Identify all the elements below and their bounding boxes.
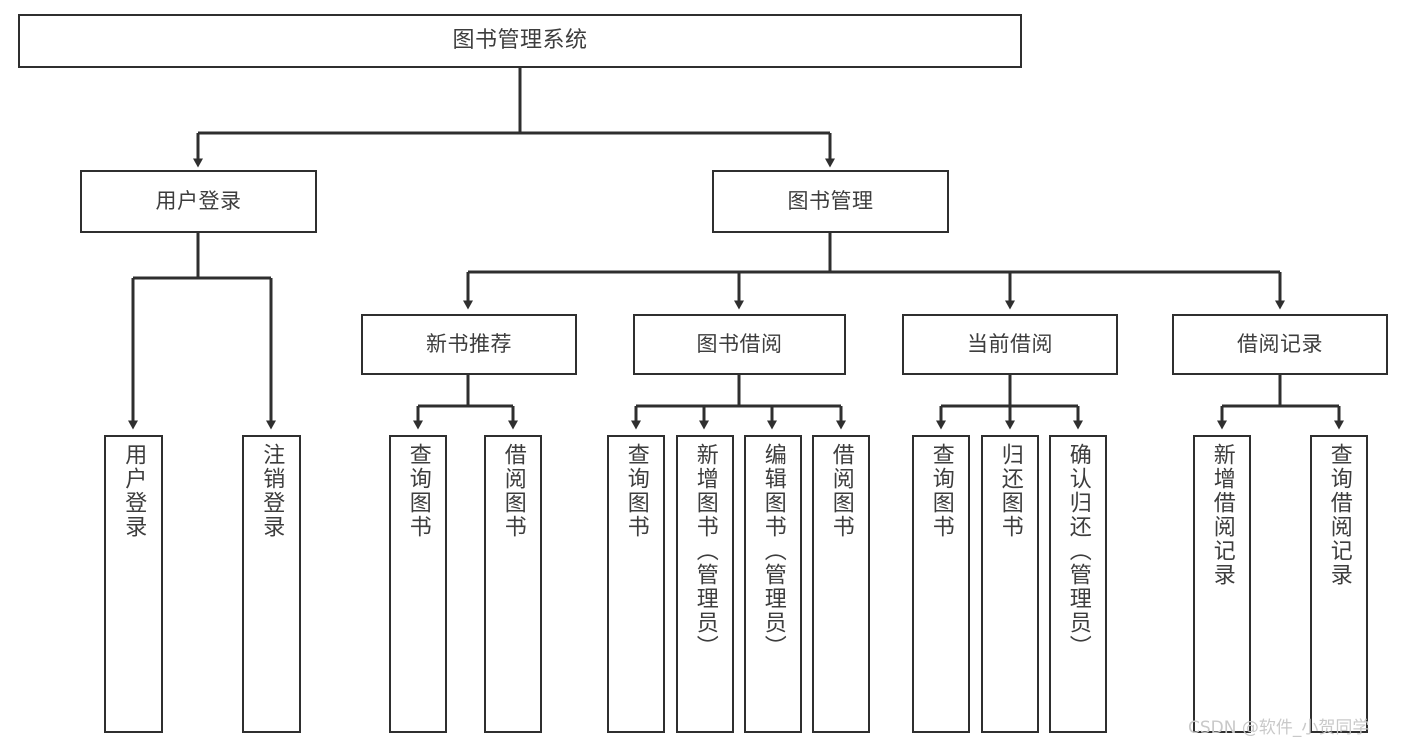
node-leaf-add-record[interactable]: 新增借阅记录	[1193, 435, 1251, 733]
node-current-borrow-label: 当前借阅	[967, 331, 1053, 356]
node-leaf-return-book[interactable]: 归还图书	[981, 435, 1039, 733]
node-book-borrow[interactable]: 图书借阅	[633, 314, 846, 375]
node-leaf-confirm-return-label: 确认归还（管理员）	[1065, 443, 1091, 659]
node-leaf-borrow-book-1-label: 借阅图书	[500, 443, 526, 539]
node-leaf-query-book-3[interactable]: 查询图书	[912, 435, 970, 733]
node-user-login-label: 用户登录	[155, 188, 242, 213]
node-root[interactable]: 图书管理系统	[18, 14, 1022, 68]
node-leaf-add-book-label: 新增图书（管理员）	[692, 443, 718, 659]
node-leaf-logout-login[interactable]: 注销登录	[242, 435, 301, 733]
node-leaf-query-record-label: 查询借阅记录	[1326, 443, 1352, 587]
node-leaf-add-book[interactable]: 新增图书（管理员）	[676, 435, 734, 733]
node-leaf-confirm-return[interactable]: 确认归还（管理员）	[1049, 435, 1107, 733]
node-root-label: 图书管理系统	[452, 27, 588, 53]
node-borrow-record-label: 借阅记录	[1237, 331, 1323, 356]
node-leaf-borrow-book-2[interactable]: 借阅图书	[812, 435, 870, 733]
node-new-book-recommend[interactable]: 新书推荐	[361, 314, 577, 375]
node-user-login[interactable]: 用户登录	[80, 170, 317, 233]
node-leaf-query-book-1[interactable]: 查询图书	[389, 435, 447, 733]
node-leaf-query-book-3-label: 查询图书	[928, 443, 954, 539]
node-current-borrow[interactable]: 当前借阅	[902, 314, 1118, 375]
node-leaf-edit-book[interactable]: 编辑图书（管理员）	[744, 435, 802, 733]
node-leaf-return-book-label: 归还图书	[997, 443, 1023, 539]
node-borrow-record[interactable]: 借阅记录	[1172, 314, 1388, 375]
watermark-csdn: CSDN @软件_小贺同学	[1188, 718, 1370, 738]
node-leaf-logout-login-label: 注销登录	[259, 443, 285, 539]
node-book-borrow-label: 图书借阅	[696, 331, 783, 356]
node-leaf-query-book-1-label: 查询图书	[405, 443, 431, 539]
node-new-book-recommend-label: 新书推荐	[426, 331, 512, 356]
node-leaf-user-login-label: 用户登录	[121, 443, 147, 539]
node-leaf-add-record-label: 新增借阅记录	[1209, 443, 1235, 587]
node-leaf-query-book-2-label: 查询图书	[623, 443, 649, 539]
node-book-management[interactable]: 图书管理	[712, 170, 949, 233]
node-leaf-borrow-book-2-label: 借阅图书	[828, 443, 854, 539]
node-leaf-user-login[interactable]: 用户登录	[104, 435, 163, 733]
node-leaf-query-record[interactable]: 查询借阅记录	[1310, 435, 1368, 733]
node-leaf-edit-book-label: 编辑图书（管理员）	[760, 443, 786, 659]
node-leaf-borrow-book-1[interactable]: 借阅图书	[484, 435, 542, 733]
node-book-management-label: 图书管理	[787, 188, 874, 213]
node-leaf-query-book-2[interactable]: 查询图书	[607, 435, 665, 733]
